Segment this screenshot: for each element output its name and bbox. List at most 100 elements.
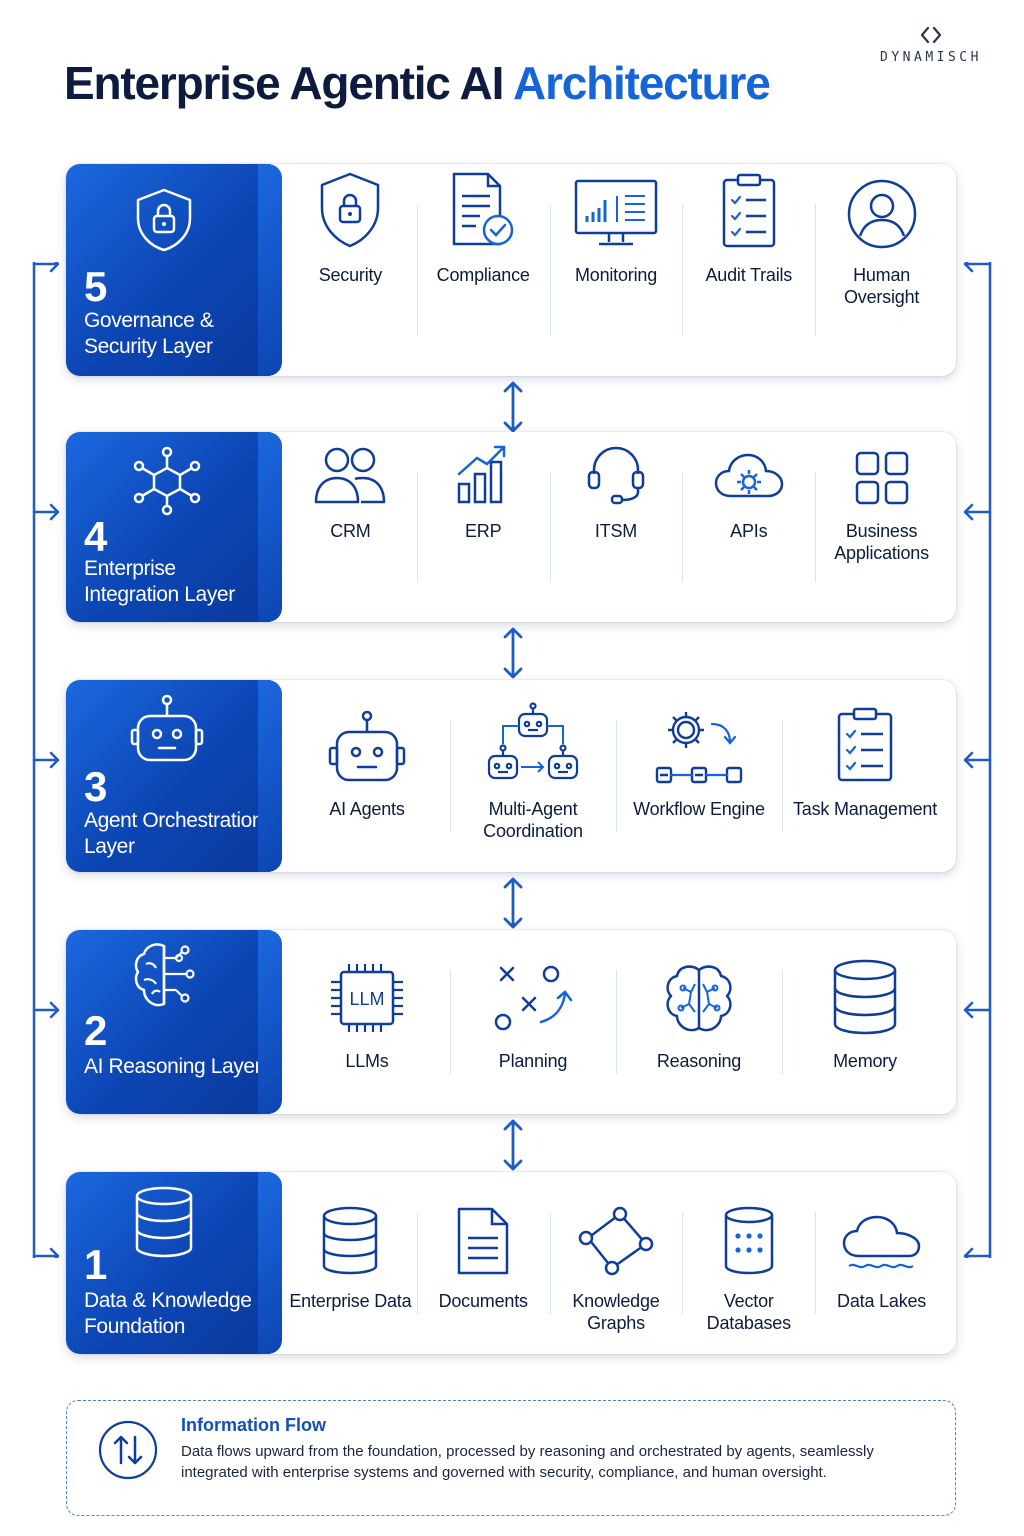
item-compliance: Compliance <box>416 164 550 376</box>
layer-number: 4 <box>84 513 108 560</box>
monitor-chart-icon <box>574 179 658 246</box>
item-security: Security <box>284 164 417 376</box>
database-icon <box>135 1186 193 1258</box>
layer-governance-security: 5 Governance & Security Layer Security <box>66 164 956 376</box>
item-documents: Documents <box>416 1172 550 1354</box>
item-label: Enterprise Data <box>289 1291 412 1311</box>
item-label: Documents <box>438 1291 528 1311</box>
document-check-icon <box>452 172 514 246</box>
layer-items: AI Agents <box>284 680 948 872</box>
item-erp: ERP <box>416 432 550 622</box>
brain-icon <box>666 965 732 1032</box>
layer-header: 4 Enterprise Integration Layer <box>66 432 282 622</box>
connector-arrow <box>503 381 523 433</box>
database-icon <box>833 959 897 1035</box>
item-label: Planning <box>498 1051 568 1071</box>
shield-lock-icon <box>321 172 380 248</box>
item-label: ITSM <box>594 521 638 541</box>
layer-ai-reasoning: 2 AI Reasoning Layer LLM LLMs <box>66 930 956 1114</box>
layer-data-knowledge: 1 Data & Knowledge Foundation Enterprise… <box>66 1172 956 1354</box>
layer-agent-orchestration: 3 Agent Orchestration Layer AI Agents <box>66 680 956 872</box>
item-human-oversight: Human Oversight <box>815 164 948 376</box>
item-label: CRM <box>330 521 371 541</box>
layer-number: 3 <box>84 763 108 810</box>
item-label: Reasoning <box>656 1051 742 1071</box>
cylinder-dots-icon <box>724 1206 774 1275</box>
item-ai-agents: AI Agents <box>284 680 450 872</box>
item-llms: LLM LLMs <box>284 930 450 1114</box>
layer-items: Enterprise Data Documents <box>284 1172 948 1354</box>
item-label: Business Applications <box>834 521 929 563</box>
code-brackets-icon <box>920 26 942 44</box>
layer-items: LLM LLMs Planning <box>284 930 948 1114</box>
item-label: Compliance <box>436 265 530 285</box>
item-label: Task Management <box>792 799 938 819</box>
right-flow-rail <box>963 262 992 1258</box>
layer-header: 3 Agent Orchestration Layer <box>66 680 282 872</box>
multi-robot-icon <box>487 702 579 780</box>
grid-apps-icon <box>855 451 908 505</box>
layer-name: Agent Orchestration Layer <box>84 809 264 858</box>
page-title: Enterprise Agentic AI Architecture <box>64 56 771 110</box>
item-data-lakes: Data Lakes <box>815 1172 948 1354</box>
user-circle-icon <box>847 179 916 249</box>
layer-name: Data & Knowledge Foundation <box>84 1289 252 1338</box>
item-vector-databases: Vector Databases <box>682 1172 815 1354</box>
users-icon <box>315 447 386 504</box>
layer-name: AI Reasoning Layer <box>84 1055 262 1078</box>
left-flow-rail <box>32 262 60 1258</box>
item-label: Vector Databases <box>706 1291 791 1333</box>
layer-enterprise-integration: 4 Enterprise Integration Layer CRM <box>66 432 956 622</box>
item-label: Security <box>318 265 383 285</box>
item-label: Knowledge Graphs <box>572 1291 660 1333</box>
chip-llm-icon: LLM <box>331 964 403 1032</box>
item-memory: Memory <box>782 930 948 1114</box>
headset-icon <box>587 446 645 505</box>
item-label: Workflow Engine <box>633 799 765 819</box>
layer-name: Enterprise Integration Layer <box>84 557 235 606</box>
gear-workflow-icon <box>655 712 743 784</box>
title-part-1: Enterprise Agentic AI <box>64 57 504 109</box>
connector-arrow <box>503 877 523 929</box>
cloud-lake-icon <box>842 1215 920 1269</box>
document-icon <box>457 1207 509 1275</box>
network-hub-icon <box>133 446 201 516</box>
item-crm: CRM <box>284 432 417 622</box>
database-icon <box>323 1206 378 1275</box>
item-label: Memory <box>833 1051 897 1071</box>
item-label: AI Agents <box>329 799 405 819</box>
item-label: APIs <box>730 521 768 541</box>
info-body: Data flows upward from the foundation, p… <box>181 1443 874 1481</box>
layer-number: 5 <box>84 263 108 310</box>
item-label: Audit Trails <box>705 265 793 285</box>
info-title: Information Flow <box>181 1415 326 1435</box>
bar-chart-trend-icon <box>457 445 506 504</box>
item-business-applications: Business Applications <box>815 432 948 622</box>
layer-items: Security Compliance <box>284 164 948 376</box>
clipboard-checklist-icon <box>722 173 776 248</box>
item-label: ERP <box>464 521 502 541</box>
layer-header: 1 Data & Knowledge Foundation <box>66 1172 282 1354</box>
layer-number: 1 <box>84 1241 108 1288</box>
item-label: Data Lakes <box>837 1291 927 1311</box>
robot-icon <box>130 694 204 762</box>
item-reasoning: Reasoning <box>616 930 782 1114</box>
layer-header: 5 Governance & Security Layer <box>66 164 282 376</box>
item-audit-trails: Audit Trails <box>682 164 815 376</box>
graph-nodes-icon <box>578 1206 654 1276</box>
item-label: Monitoring <box>574 265 658 285</box>
item-knowledge-graphs: Knowledge Graphs <box>549 1172 683 1354</box>
robot-icon <box>328 710 406 782</box>
item-planning: Planning <box>450 930 616 1114</box>
brand-logo: DYNAMISCH <box>856 24 1006 65</box>
information-flow-box: Information Flow Data flows upward from … <box>66 1400 956 1516</box>
item-label: LLMs <box>345 1051 389 1071</box>
layer-name: Governance & Security Layer <box>84 309 214 358</box>
shield-lock-icon <box>136 188 192 252</box>
brand-name: DYNAMISCH <box>880 50 982 65</box>
title-part-2: Architecture <box>513 57 771 109</box>
connector-arrow <box>503 1119 523 1171</box>
layer-number: 2 <box>84 1007 108 1054</box>
item-itsm: ITSM <box>549 432 683 622</box>
brain-circuit-icon <box>134 943 195 1007</box>
